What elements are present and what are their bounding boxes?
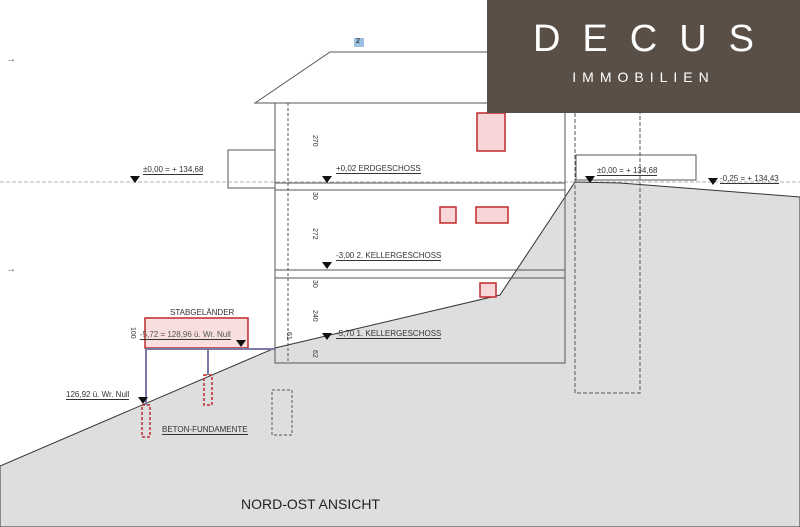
level-right-low: -0,25 = + 134,43 — [720, 174, 779, 184]
railing-label: STABGELÄNDER — [170, 308, 235, 317]
dim-240: 240 — [311, 310, 318, 322]
dim-272: 272 — [311, 228, 318, 240]
svg-text:→: → — [6, 54, 16, 65]
terrain — [0, 181, 800, 527]
dim-61: 61 — [285, 332, 292, 340]
dim-30b: 30 — [311, 280, 318, 288]
marker — [354, 38, 364, 47]
level-left-zero: ±0,00 = + 134,68 — [143, 165, 204, 175]
dim-270: 270 — [311, 135, 318, 147]
decus-logo: DECUS IMMOBILIEN — [487, 0, 800, 113]
level-kellergeschoss-2: -3,00 2. KELLERGESCHOSS — [336, 251, 442, 261]
level-kellergeschoss-1: -5,70 1. KELLERGESCHOSS — [336, 329, 442, 339]
foundation-label: BETON-FUNDAMENTE — [162, 425, 248, 435]
drawing-title: NORD-OST ANSICHT — [241, 496, 380, 512]
logo-brand: DECUS — [532, 18, 777, 60]
level-right-zero: ±0,00 = + 134,68 — [597, 166, 658, 176]
dim-100: 100 — [129, 327, 136, 339]
svg-text:→: → — [6, 264, 16, 275]
level-balcony: -5,72 = 128,96 ü. Wr. Null — [140, 330, 231, 340]
logo-sub: IMMOBILIEN — [572, 69, 715, 85]
level-ground: 126,92 ü. Wr. Null — [66, 390, 130, 400]
section-marker: 2 — [356, 38, 360, 45]
level-erdgeschoss: +0,02 ERDGESCHOSS — [336, 164, 421, 174]
dim-62: 62 — [311, 350, 318, 358]
dim-30: 30 — [311, 192, 318, 200]
